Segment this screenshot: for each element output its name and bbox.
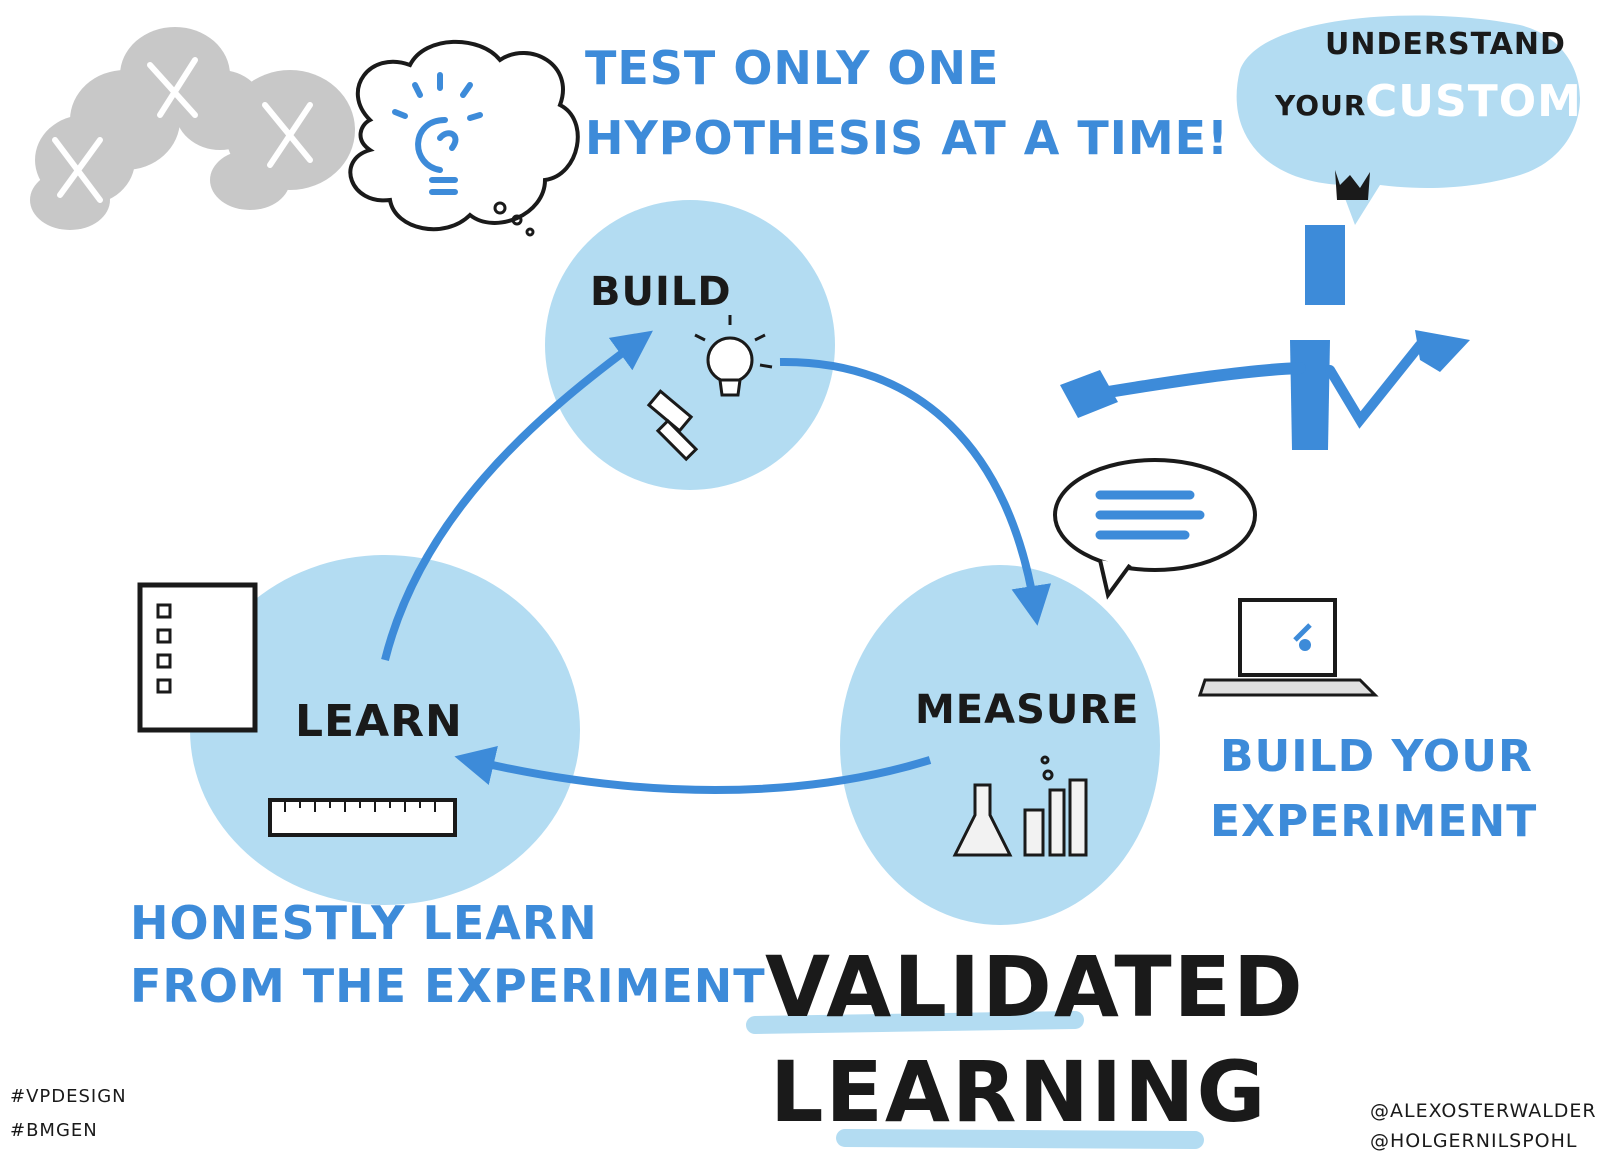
title-line2: LEARNING (770, 1043, 1268, 1141)
arrow-learn-to-build (381, 330, 653, 661)
learn-note-line1: HONESTLY LEARN (130, 896, 598, 950)
arrow-build-to-measure (779, 357, 1052, 626)
thought-cloud (348, 39, 580, 237)
laptop-icon (1197, 598, 1379, 697)
customer-bubble-line2-prefix: YOUR (1275, 89, 1367, 122)
hammer-icon (646, 389, 699, 462)
credit-alexosterwalder: @ALEXOSTERWALDER (1370, 1100, 1597, 1122)
build-bulb-icon (694, 315, 773, 397)
customer-bubble-line1: UNDERSTAND (1325, 27, 1566, 62)
lab-flasks-icon (952, 755, 1088, 857)
experiment-note-line2: EXPERIMENT (1210, 796, 1538, 847)
customer-speech-bubble (1236, 15, 1580, 226)
hashtag-bmgen: #BMGEN (10, 1120, 98, 1141)
arrow-measure-to-learn (454, 746, 932, 794)
hypothesis-note-line2: HYPOTHESIS AT A TIME! (585, 111, 1230, 165)
rejected-cloud-3 (210, 70, 355, 210)
measure-label: MEASURE (915, 687, 1140, 733)
checklist-notebook-icon (137, 582, 258, 733)
title-highlight-2 (836, 1129, 1204, 1149)
hypothesis-note-line1: TEST ONLY ONE (585, 41, 1000, 95)
lightbulb-icon (392, 72, 483, 195)
ruler-icon (268, 798, 457, 837)
customer-figure (1060, 170, 1470, 450)
rejected-hypotheses-clouds (30, 27, 355, 230)
build-label: BUILD (590, 269, 732, 315)
customer-bubble-line2-emphasis: CUSTOMER (1365, 76, 1613, 127)
hashtag-vpdesign: #VPDESIGN (10, 1086, 127, 1107)
experiment-note-line1: BUILD YOUR (1220, 731, 1533, 782)
credit-holgernilspohl: @HOLGERNILSPOHL (1370, 1130, 1578, 1152)
feedback-speech-bubble (1053, 458, 1257, 600)
title-line1: VALIDATED (765, 938, 1305, 1036)
title-highlight-1 (746, 1011, 1084, 1034)
measure-circle (840, 565, 1160, 925)
crown-icon (1335, 170, 1370, 200)
build-circle (545, 200, 835, 490)
learn-note-line2: FROM THE EXPERIMENT (130, 959, 766, 1013)
learn-label: LEARN (295, 696, 463, 747)
